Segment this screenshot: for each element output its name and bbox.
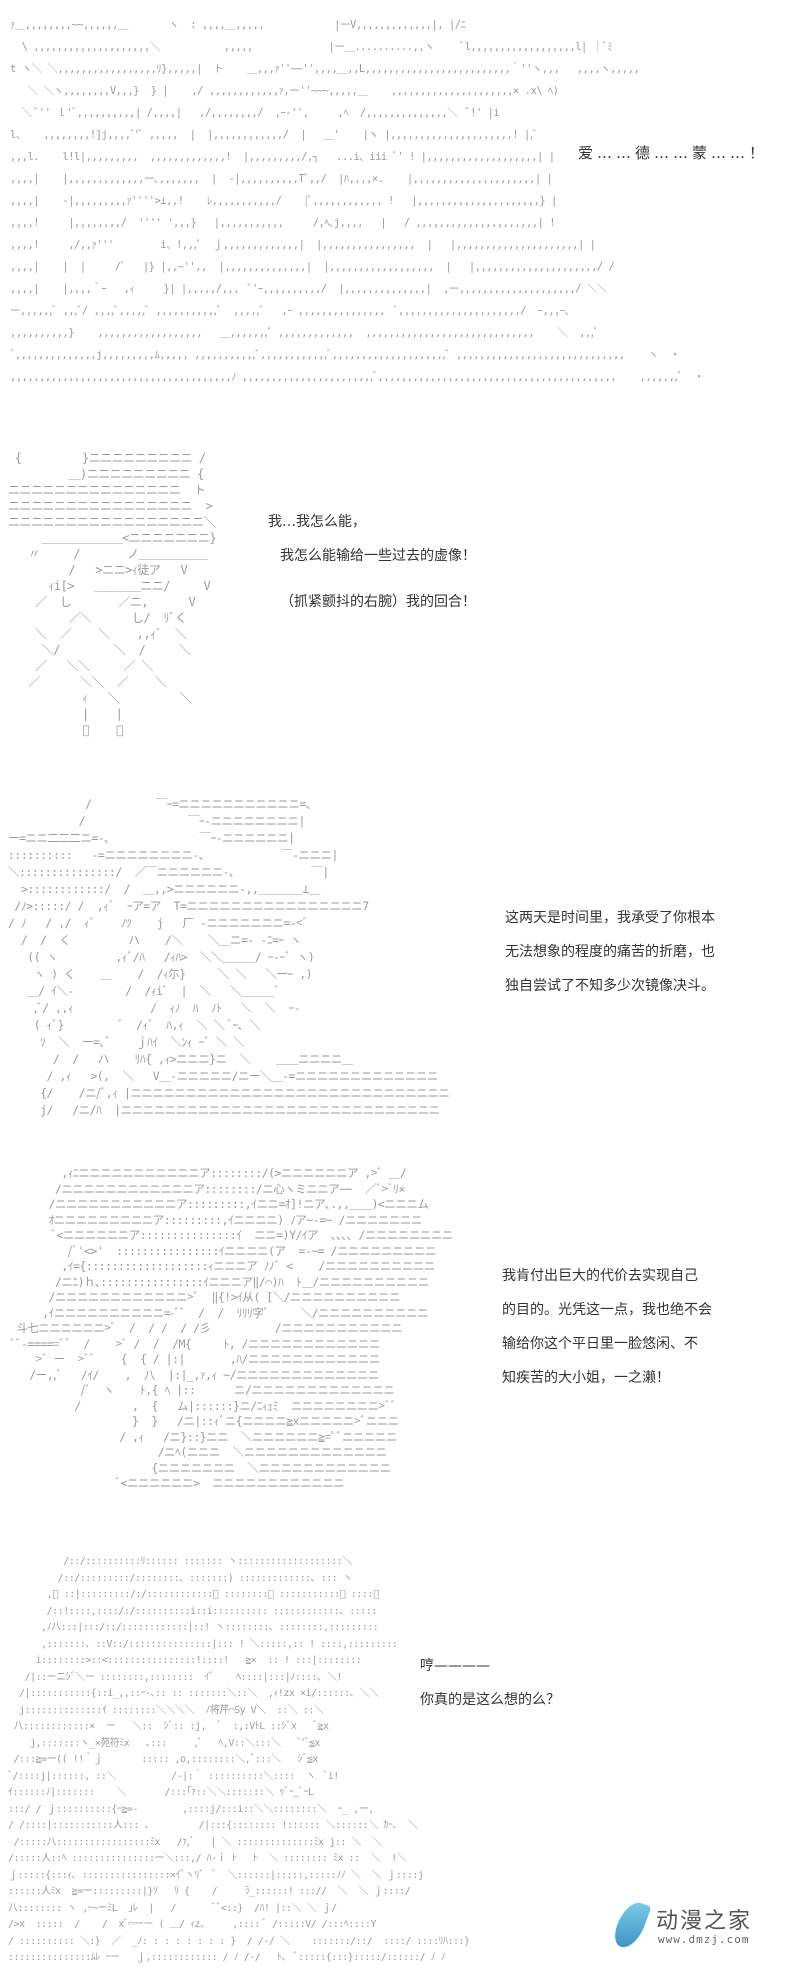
ascii-art-panel-2: { }ニニニニニニニニニ / ＿)ニニニニニニニニニ { ニニニニニニニニニニニ… (8, 451, 217, 737)
caption-panel-2: 我…我怎么能， 我怎么能输给一些过去的虚像！ （抓紧颤抖的右腕）我的回合！ (268, 512, 476, 626)
caption-line: 我…我怎么能， (268, 514, 366, 530)
caption-line: （抓紧颤抖的右腕）我的回合！ (280, 594, 476, 610)
caption-panel-1: 爱……德……蒙……！ (578, 143, 768, 177)
caption-line: 哼———— (420, 1658, 490, 1674)
watermark-name: 动漫之家 (656, 1909, 753, 1934)
caption-line: 无法想象的程度的痛苦的折磨，也 (505, 944, 715, 960)
watermark-url: www.dmzj.com (658, 1933, 750, 1946)
caption-line: 你真的是这么想的么？ (420, 1692, 560, 1708)
ascii-art-panel-4: ,ｨﾆニニニニニニニニニニニア::::::::/(>ニニニニニニア ,>ﾞ ＿/… (10, 1166, 453, 1490)
caption-panel-5: 哼———— 你真的是这么想的么？ (420, 1656, 560, 1724)
panel-5: /::/::::::::::ﾘ:::::: ::::::: ヽ:::::::::… (0, 1540, 800, 1967)
panel-4: ,ｨﾆニニニニニニニニニニニア::::::::/(>ニニニニニニア ,>ﾞ ＿/… (0, 1160, 800, 1490)
caption-line: 这两天是时间里，我承受了你根本 (505, 910, 715, 926)
caption-panel-3: 这两天是时间里，我承受了你根本 无法想象的程度的痛苦的折磨，也 独自尝试了不知多… (505, 908, 715, 1010)
caption-line: 爱……德……蒙……！ (578, 144, 769, 162)
watermark-logo: 动漫之家 www.dmzj.com (610, 1897, 788, 1957)
ascii-art-panel-3: / ￣ｰ=ニニニニニニニニニニニ=､ / ￣ｰ-ニニニニニニニニ| ー=ニニ二二… (8, 797, 450, 1117)
panel-2: { }ニニニニニニニニニ / ＿)ニニニニニニニニニ { ニニニニニニニニニニニ… (0, 440, 800, 770)
caption-panel-4: 我肯付出巨大的代价去实现自己 的目的。光凭这一点，我也绝不会 输给你这个平日里一… (502, 1266, 712, 1402)
ascii-art-panel-1: ｧ＿,,,,,,,,~~,,,,,,＿ ヽ : ,,,,＿,,,,, |ーV,,… (10, 19, 704, 383)
ascii-art-panel-5: /::/::::::::::ﾘ:::::: ::::::: ヽ:::::::::… (8, 1556, 470, 1963)
caption-line: 输给你这个平日里一脸悠闲、不 (502, 1336, 698, 1352)
panel-1: ｧ＿,,,,,,,,~~,,,,,,＿ ヽ : ,,,,＿,,,,, |ーV,,… (0, 0, 800, 420)
caption-line: 我肯付出巨大的代价去实现自己 (502, 1268, 698, 1284)
panel-3: / ￣ｰ=ニニニニニニニニニニニ=､ / ￣ｰ-ニニニニニニニニ| ー=ニニ二二… (0, 790, 800, 1150)
leaf-drop-icon (610, 1898, 652, 1952)
caption-line: 独自尝试了不知多少次镜像决斗。 (505, 978, 715, 994)
caption-line: 知疾苦的大小姐，一之濑！ (502, 1370, 670, 1386)
caption-line: 我怎么能输给一些过去的虚像！ (280, 548, 476, 564)
caption-line: 的目的。光凭这一点，我也绝不会 (502, 1302, 712, 1318)
